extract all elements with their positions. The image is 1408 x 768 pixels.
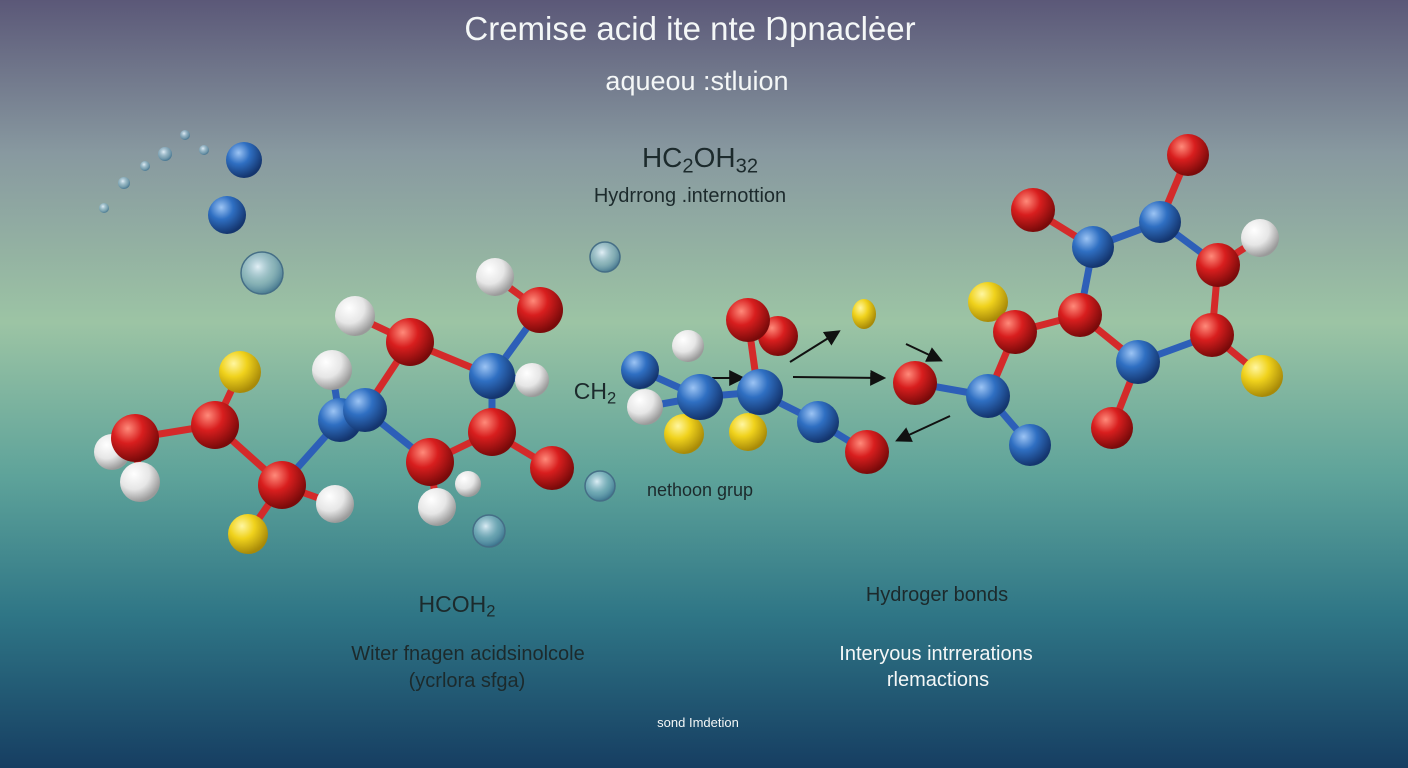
right-caption-line-1: Interyous intrrerations <box>839 643 1033 665</box>
water-droplet <box>584 470 616 502</box>
atom-white <box>335 296 375 336</box>
atom-red <box>258 461 306 509</box>
atom-blue <box>469 353 515 399</box>
atom-red <box>406 438 454 486</box>
water-droplet <box>199 145 209 155</box>
right-caption-line-2: rlemactions <box>886 669 990 691</box>
atom-red <box>845 430 889 474</box>
atom-white <box>627 389 663 425</box>
water-droplets <box>99 130 621 548</box>
water-droplet <box>180 130 190 140</box>
atom-yellow <box>729 413 767 451</box>
diagram-title: Cremise acid ite nte Ŋpnaclėer <box>464 10 916 47</box>
atom-blue <box>677 374 723 420</box>
top-formula: HC2OH32 <box>641 142 759 178</box>
atom-white <box>476 258 514 296</box>
atom-blue <box>1116 340 1160 384</box>
atom-white <box>672 330 704 362</box>
atom-yellow <box>664 414 704 454</box>
left-caption-line-2: (ycrlora sfga) <box>408 670 526 692</box>
atom-blue <box>797 401 839 443</box>
water-droplet <box>589 241 621 273</box>
atom-red <box>1091 407 1133 449</box>
atom-red <box>726 298 770 342</box>
atom-red <box>893 361 937 405</box>
left-caption-line-1: Witer fnagen acidsinolcole <box>351 643 585 665</box>
atom-blue <box>1139 201 1181 243</box>
atom-red <box>191 401 239 449</box>
arrow-group <box>712 330 951 442</box>
arrow <box>895 415 951 442</box>
atom-white <box>1241 219 1279 257</box>
group-label: nethoon grup <box>646 480 754 500</box>
arrow <box>789 330 841 363</box>
atom-blue <box>966 374 1010 418</box>
atom-red <box>517 287 563 333</box>
atom-yellow <box>228 514 268 554</box>
atom-yellow <box>968 282 1008 322</box>
arrow <box>792 369 887 386</box>
atom-yellow <box>1241 355 1283 397</box>
hydrogen-bonds-label: Hydroger bonds <box>865 584 1009 606</box>
atom-red <box>530 446 574 490</box>
atom-blue <box>1072 226 1114 268</box>
atom-red <box>1011 188 1055 232</box>
top-formula-caption: Hydrrong .internottion <box>593 185 787 207</box>
left-formula: HCOH2 <box>418 591 496 621</box>
water-droplet <box>240 251 284 295</box>
atom-red <box>111 414 159 462</box>
atom-red <box>386 318 434 366</box>
atom-blue <box>226 142 262 178</box>
atom-white <box>455 471 481 497</box>
atom-white <box>316 485 354 523</box>
water-droplet <box>140 161 150 171</box>
water-droplet <box>99 203 109 213</box>
atom-yellow <box>852 299 876 329</box>
atom-white <box>312 350 352 390</box>
atom-red <box>1190 313 1234 357</box>
atom-yellow <box>219 351 261 393</box>
water-droplet <box>472 514 506 548</box>
atom-blue <box>1009 424 1051 466</box>
atom-group <box>94 134 1283 554</box>
water-droplet <box>118 177 130 189</box>
atom-red <box>993 310 1037 354</box>
atom-red <box>1196 243 1240 287</box>
footer-label: sond Imdetion <box>657 715 739 730</box>
atom-white <box>418 488 456 526</box>
atom-white <box>120 462 160 502</box>
water-droplet <box>158 147 172 161</box>
diagram-subtitle: aqueou :stluion <box>605 66 789 96</box>
ch2-label: CH2 <box>573 378 617 408</box>
atom-blue <box>208 196 246 234</box>
atom-blue <box>343 388 387 432</box>
atom-red <box>1167 134 1209 176</box>
atom-blue <box>737 369 783 415</box>
atom-blue <box>621 351 659 389</box>
atom-white <box>515 363 549 397</box>
atom-red <box>468 408 516 456</box>
atom-red <box>1058 293 1102 337</box>
arrow <box>905 343 943 362</box>
